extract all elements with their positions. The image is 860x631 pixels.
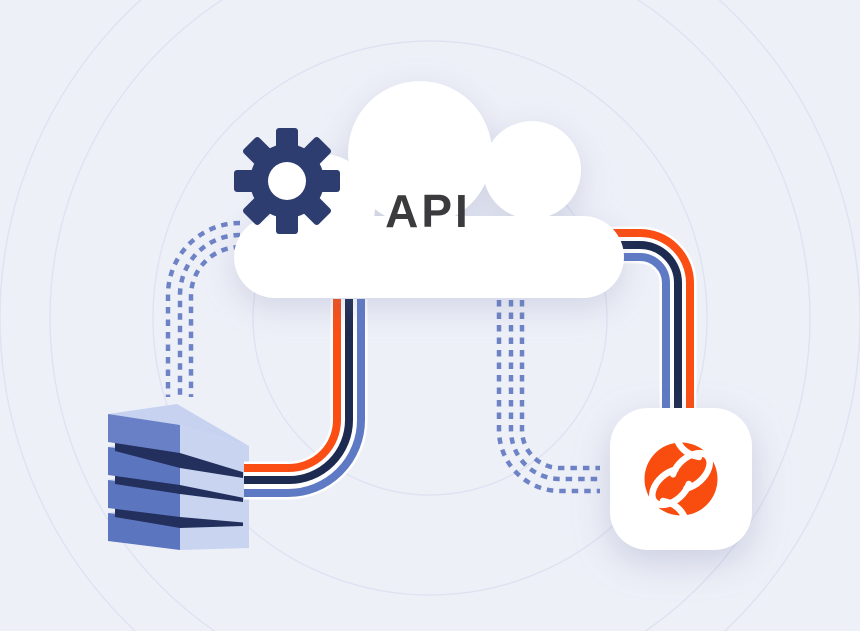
cable-stripe-orange xyxy=(612,229,694,412)
cable-stripe-blue xyxy=(612,253,670,412)
dashed-line xyxy=(177,232,241,397)
gear-hole xyxy=(268,162,306,200)
dashed-line xyxy=(188,244,241,397)
logo-ring-lower xyxy=(649,465,693,509)
gear-icon xyxy=(234,128,340,234)
dashed-cable-cloud-to-database xyxy=(165,220,241,397)
cloud-body xyxy=(234,216,624,298)
bg-ring xyxy=(49,0,811,631)
logo-cutouts xyxy=(649,438,713,520)
bg-ring xyxy=(152,40,708,596)
logo-ball xyxy=(644,442,718,516)
cable-stripe-blue xyxy=(244,299,365,497)
cloud-puff xyxy=(348,81,492,225)
cable-cloud-to-app xyxy=(612,226,697,412)
cable-stripe-navy xyxy=(244,299,353,484)
dashed-line xyxy=(508,300,600,482)
cable-stripe-navy xyxy=(612,241,682,412)
api-label: API xyxy=(385,185,471,237)
db-slab xyxy=(108,404,249,474)
cable-stripe-orange xyxy=(244,299,341,472)
logo-slit-top xyxy=(674,438,703,461)
cloud-puff xyxy=(483,121,581,219)
dashed-cable-cloud-to-app xyxy=(496,300,600,494)
database-stack xyxy=(108,404,249,550)
dashed-line xyxy=(496,300,600,494)
chain-links-logo-icon xyxy=(644,438,718,520)
logo-slit-bottom xyxy=(659,497,688,520)
logo-ring-upper xyxy=(669,449,713,493)
dashed-line xyxy=(165,220,241,397)
cable-database-to-cloud xyxy=(244,299,368,500)
